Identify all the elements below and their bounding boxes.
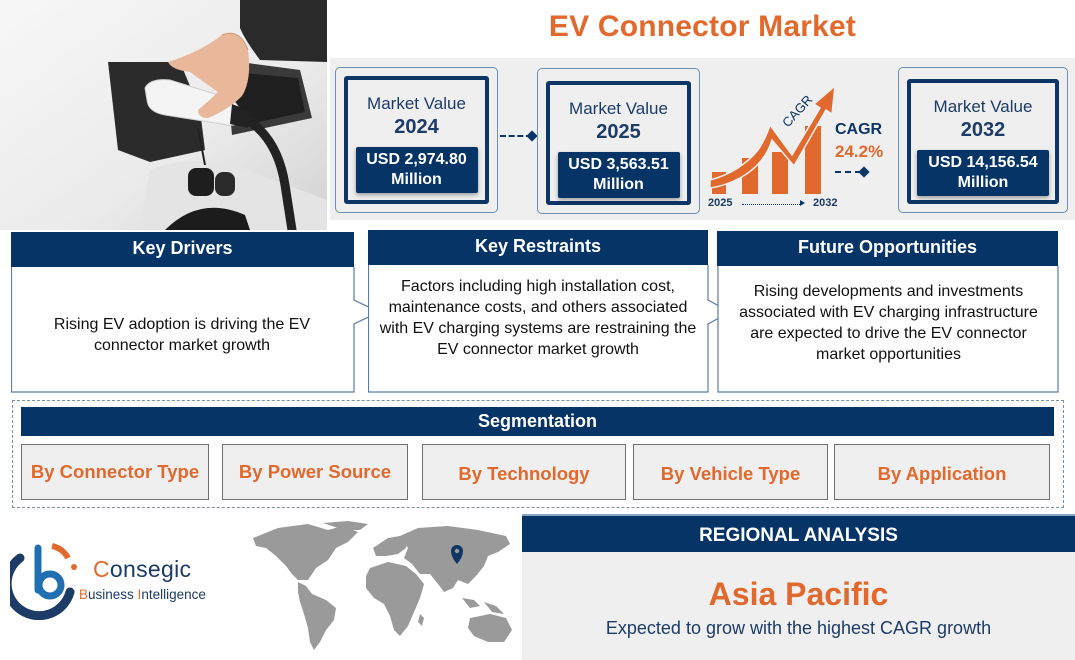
key-restraints-text: Factors including high installation cost… xyxy=(379,278,697,358)
connector-line xyxy=(835,171,861,173)
cagr-growth-chart-icon: CAGR xyxy=(710,85,835,194)
axis-arrow-line xyxy=(742,204,802,205)
connector-line xyxy=(500,135,532,137)
hero-ev-charging-image xyxy=(0,0,327,230)
diamond-icon xyxy=(858,166,870,178)
market-value-amount-line2: Million xyxy=(391,171,442,188)
key-drivers-text: Rising EV adoption is driving the EV con… xyxy=(53,316,311,354)
market-value-amount-line2: Million xyxy=(957,174,1009,191)
market-value-amount: USD 3,563.51 Million xyxy=(557,152,680,198)
logo-tagline: Business Intelligence xyxy=(79,587,206,602)
key-drivers-heading: Key Drivers xyxy=(11,232,354,267)
market-value-amount-line1: USD 14,156.54 xyxy=(928,154,1038,171)
market-values-panel: Market Value 2024 USD 2,974.80 Million M… xyxy=(330,58,1075,220)
logo-name: Consegic xyxy=(93,556,191,583)
market-value-card-2032: Market Value 2032 USD 14,156.54 Million xyxy=(898,67,1068,213)
diamond-icon xyxy=(526,130,538,142)
consegic-logo: Consegic Business Intelligence xyxy=(10,540,230,620)
market-value-label: Market Value xyxy=(569,99,668,118)
market-value-amount: USD 2,974.80 Million xyxy=(355,147,478,193)
regional-analysis-section: REGIONAL ANALYSIS Asia Pacific Expected … xyxy=(522,514,1075,660)
market-value-amount: USD 14,156.54 Million xyxy=(917,150,1049,196)
future-opportunities-section: Future Opportunities Rising developments… xyxy=(717,231,1062,394)
segmentation-heading: Segmentation xyxy=(21,407,1054,436)
logo-tagline-b: B xyxy=(79,587,89,602)
market-value-card-inner: Market Value 2025 USD 3,563.51 Million xyxy=(546,81,691,205)
market-value-card-2025: Market Value 2025 USD 3,563.51 Million xyxy=(537,68,700,214)
market-value-year: 2024 xyxy=(394,116,439,138)
segment-by-power-source[interactable]: By Power Source xyxy=(222,444,408,500)
logo-name-rest: onsegic xyxy=(109,556,192,582)
world-map-icon xyxy=(253,521,512,650)
page-title: EV Connector Market xyxy=(548,10,857,43)
market-value-amount-line1: USD 3,563.51 xyxy=(568,156,669,173)
cagr-label: CAGR xyxy=(835,121,883,138)
consegic-logo-icon xyxy=(10,543,77,620)
axis-start-year: 2025 xyxy=(708,197,733,209)
region-description: Expected to grow with the highest CAGR g… xyxy=(605,618,992,638)
location-pin-icon xyxy=(451,545,463,564)
callout-border xyxy=(11,267,371,393)
callout-border xyxy=(368,265,728,393)
axis-end-year: 2032 xyxy=(813,197,838,209)
market-value-card-inner: Market Value 2024 USD 2,974.80 Million xyxy=(344,76,489,204)
axis-arrow-icon xyxy=(800,200,805,206)
segment-by-technology[interactable]: By Technology xyxy=(422,444,626,500)
future-opportunities-heading: Future Opportunities xyxy=(717,231,1058,266)
segment-by-application[interactable]: By Application xyxy=(834,444,1050,500)
key-restraints-heading: Key Restraints xyxy=(368,230,708,265)
callout-border xyxy=(717,266,1059,393)
segment-by-vehicle-type[interactable]: By Vehicle Type xyxy=(633,444,828,500)
ev-charging-photo-icon xyxy=(0,0,327,230)
cagr-value: 24.2% xyxy=(835,142,884,161)
regional-analysis-heading: REGIONAL ANALYSIS xyxy=(522,514,1075,552)
logo-tagline-mid: usiness xyxy=(88,587,138,602)
market-value-amount-line1: USD 2,974.80 xyxy=(366,151,467,168)
logo-name-initial: C xyxy=(93,556,110,582)
market-value-label: Market Value xyxy=(933,97,1033,116)
logo-tagline-i: I xyxy=(137,587,142,602)
segment-by-connector-type[interactable]: By Connector Type xyxy=(21,444,209,500)
market-value-card-2024: Market Value 2024 USD 2,974.80 Million xyxy=(335,67,498,213)
logo-tagline-rest: ntelligence xyxy=(141,587,206,602)
region-name: Asia Pacific xyxy=(708,576,889,612)
market-value-year: 2025 xyxy=(596,121,641,143)
key-drivers-section: Key Drivers Rising EV adoption is drivin… xyxy=(11,232,371,394)
segmentation-section: Segmentation By Connector Type By Power … xyxy=(12,400,1064,508)
key-restraints-section: Key Restraints Factors including high in… xyxy=(368,230,728,394)
future-opportunities-text: Rising developments and investments asso… xyxy=(739,283,1038,363)
market-value-card-inner: Market Value 2032 USD 14,156.54 Million xyxy=(907,79,1059,204)
market-value-label: Market Value xyxy=(367,94,466,113)
market-value-year: 2032 xyxy=(960,119,1006,141)
market-value-amount-line2: Million xyxy=(593,176,644,193)
